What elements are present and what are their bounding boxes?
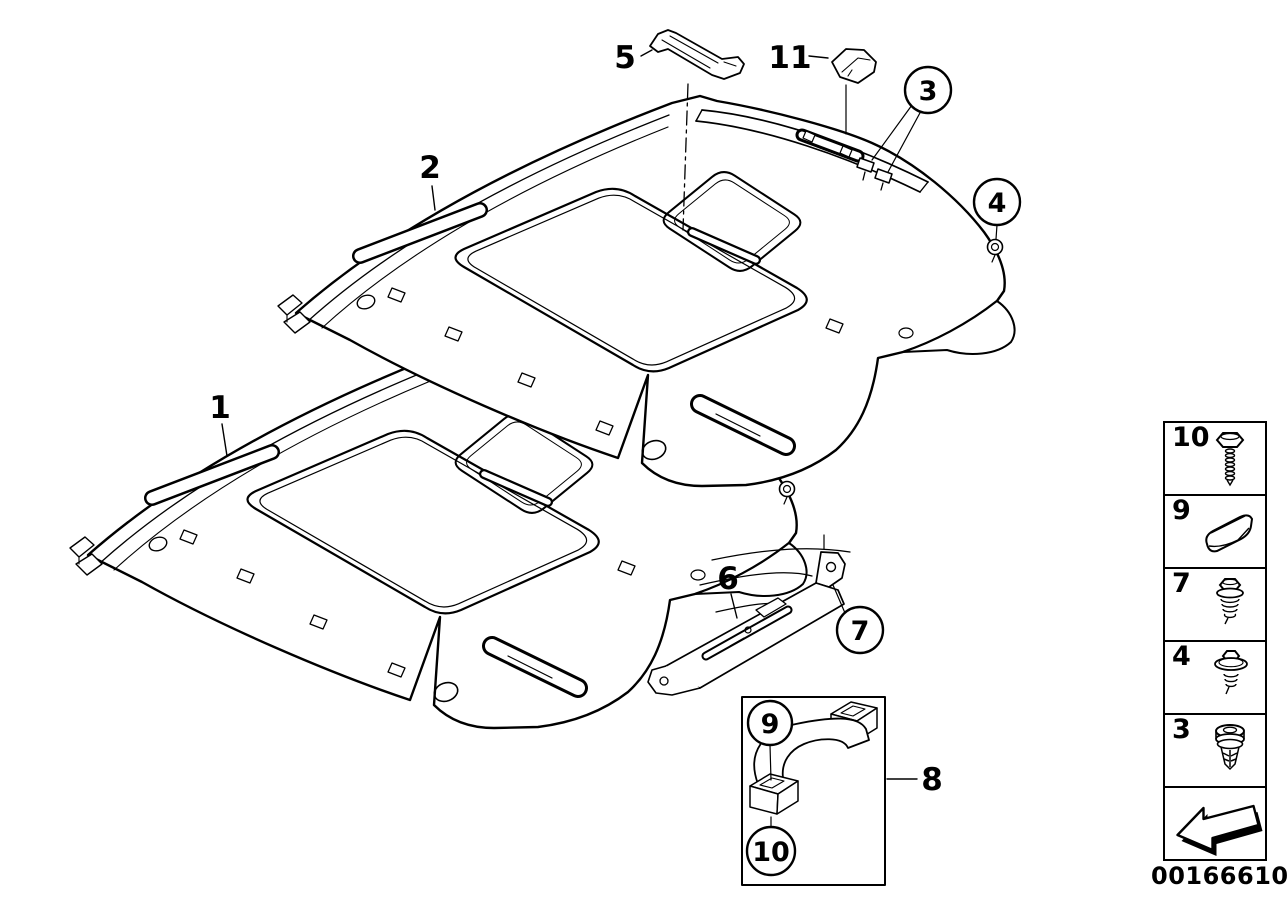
callout-5-label[interactable]: 5: [614, 40, 636, 76]
legend-cell-9[interactable]: 9: [1163, 494, 1267, 569]
legend-label-3: 3: [1172, 714, 1191, 745]
washer-screw-icon: [1214, 649, 1248, 694]
pillar-trim-line: [711, 548, 851, 561]
callout-8[interactable]: 8: [886, 762, 943, 798]
callout-6-label[interactable]: 6: [717, 561, 739, 597]
center-axis-line: [682, 83, 689, 231]
hex-bolt-icon: [1215, 431, 1245, 486]
legend-label-10: 10: [1172, 422, 1210, 453]
legend-cell-7[interactable]: 7: [1163, 567, 1267, 642]
callout-3[interactable]: 3: [871, 65, 953, 173]
callout-4[interactable]: 4: [972, 177, 1022, 240]
legend-label-4: 4: [1172, 641, 1191, 672]
sliding-roof-bracket-part: [649, 29, 745, 231]
callout-2[interactable]: 2: [419, 150, 441, 211]
roof-rail-ends: [695, 109, 929, 193]
callout-10-label[interactable]: 10: [752, 837, 790, 868]
callout-11-label[interactable]: 11: [768, 40, 811, 76]
roof-rail-line: [695, 120, 921, 193]
legend-cell-3[interactable]: 3: [1163, 713, 1267, 788]
headlining-panel-rear: [278, 96, 1015, 486]
view-direction-cell[interactable]: [1163, 786, 1267, 861]
rail-mount-bracket: [795, 128, 865, 163]
callout-8-label[interactable]: 8: [921, 762, 943, 798]
callout-10[interactable]: 10: [745, 816, 797, 877]
callout-7-label[interactable]: 7: [851, 616, 870, 647]
rear-bracket-part: [647, 534, 846, 696]
diagram-part-number: 00166610: [1151, 862, 1288, 890]
legend-cell-10[interactable]: 10: [1163, 421, 1267, 496]
callout-3-label[interactable]: 3: [919, 76, 938, 107]
rail-clip: [856, 157, 875, 181]
callout-9-label[interactable]: 9: [761, 709, 780, 740]
wedge-clip-icon: [1205, 513, 1254, 552]
legend-label-9: 9: [1172, 495, 1191, 526]
pillar-trim-line: [699, 572, 813, 586]
callout-4-label[interactable]: 4: [988, 188, 1007, 219]
callout-6[interactable]: 6: [717, 561, 739, 619]
callout-1[interactable]: 1: [209, 390, 231, 457]
clip-cover-part: [831, 48, 877, 135]
flange-screw-icon: [1216, 577, 1244, 624]
callout-9[interactable]: 9: [746, 699, 794, 781]
callout-5[interactable]: 5: [614, 40, 653, 76]
legend-cell-4[interactable]: 4: [1163, 640, 1267, 715]
callout-7[interactable]: 7: [832, 584, 885, 655]
fastener-legend: 10 9 7: [1163, 421, 1267, 861]
direction-arrow-icon: [1176, 804, 1263, 856]
callout-11[interactable]: 11: [768, 40, 829, 76]
callout-2-label[interactable]: 2: [419, 150, 441, 186]
legend-label-7: 7: [1172, 568, 1191, 599]
callout-1-label[interactable]: 1: [209, 390, 231, 426]
expansion-rivet-icon: [1215, 723, 1245, 770]
